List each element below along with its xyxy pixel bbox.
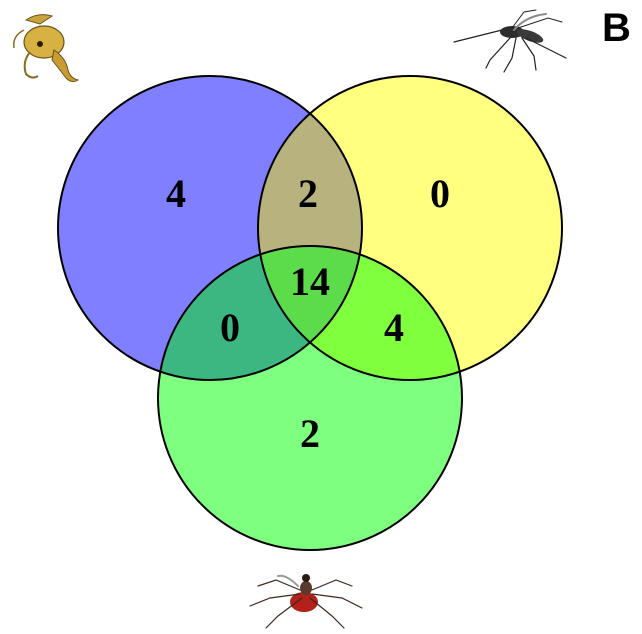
count-pupa-adult: 2	[298, 171, 318, 216]
blood-fed-mosquito-icon	[250, 574, 362, 628]
pupa-icon	[14, 15, 78, 82]
count-all-three: 14	[290, 259, 330, 304]
count-pupa-bloodfed: 0	[220, 305, 240, 350]
count-adult-bloodfed: 4	[384, 305, 404, 350]
count-bloodfed-only: 2	[300, 411, 320, 456]
count-adult-only: 0	[430, 171, 450, 216]
mosquito-icon	[454, 10, 566, 72]
count-pupa-only: 4	[166, 171, 186, 216]
